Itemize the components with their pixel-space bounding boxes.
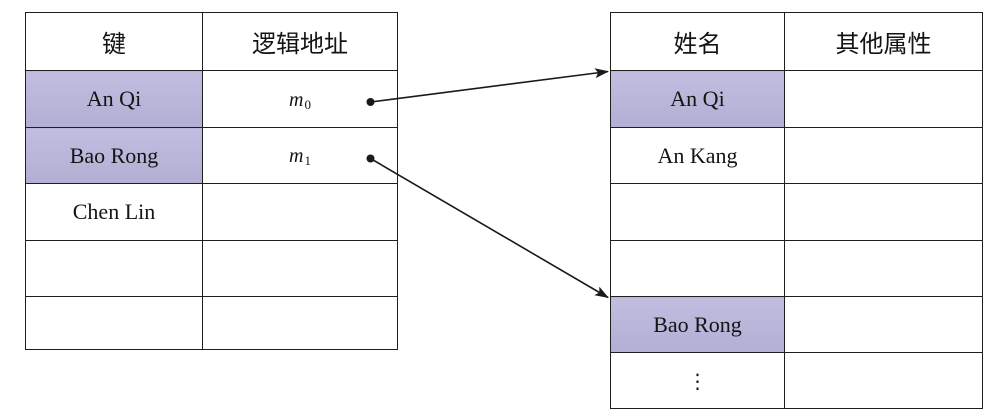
address-subscript: 1 <box>304 153 311 168</box>
address-cell <box>202 240 398 297</box>
record-table-header-row: 姓名 其他属性 <box>610 12 983 71</box>
index-table-header-row: 键 逻辑地址 <box>25 12 398 71</box>
key-column-header: 键 <box>25 12 203 71</box>
index-table-row: Chen Lin <box>25 183 398 241</box>
record-table-row: ⋮ <box>610 352 983 409</box>
key-cell <box>25 240 203 297</box>
record-table-row: An Kang <box>610 127 983 184</box>
key-cell: Bao Rong <box>25 127 203 184</box>
other-attributes-cell <box>784 127 983 184</box>
name-cell <box>610 183 785 241</box>
record-table-row: An Qi <box>610 70 983 128</box>
other-attributes-cell <box>784 240 983 297</box>
logical-address-column-header: 逻辑地址 <box>202 12 398 71</box>
continuation-ellipsis: ⋮ <box>610 352 785 409</box>
pointer-arrow-1 <box>370 157 609 299</box>
name-cell: Bao Rong <box>610 296 785 353</box>
name-column-header: 姓名 <box>610 12 785 71</box>
record-table-row: Bao Rong <box>610 296 983 353</box>
other-attributes-cell <box>784 296 983 353</box>
name-cell: An Kang <box>610 127 785 184</box>
name-cell <box>610 240 785 297</box>
address-subscript: 0 <box>304 96 311 112</box>
record-table-row <box>610 183 983 241</box>
index-table: 键 逻辑地址 An Qi m0 Bao Rong m1 Chen Lin <box>25 12 398 350</box>
address-cell: m1 <box>202 127 398 184</box>
pointer-arrow-0 <box>370 68 609 103</box>
record-table-row <box>610 240 983 297</box>
other-attributes-column-header: 其他属性 <box>784 12 983 71</box>
address-cell <box>202 296 398 350</box>
name-cell: An Qi <box>610 70 785 128</box>
index-table-row <box>25 240 398 297</box>
address-cell: m0 <box>202 70 398 128</box>
index-table-row <box>25 296 398 350</box>
address-variable: m <box>289 88 304 111</box>
key-cell <box>25 296 203 350</box>
other-attributes-cell <box>784 183 983 241</box>
index-table-row: Bao Rong m1 <box>25 127 398 184</box>
index-table-row: An Qi m0 <box>25 70 398 128</box>
other-attributes-cell <box>784 70 983 128</box>
address-cell <box>202 183 398 241</box>
record-table: 姓名 其他属性 An Qi An Kang Bao Rong ⋮ <box>610 12 983 409</box>
address-variable: m <box>289 145 304 167</box>
key-cell: An Qi <box>25 70 203 128</box>
other-attributes-cell <box>784 352 983 409</box>
key-cell: Chen Lin <box>25 183 203 241</box>
